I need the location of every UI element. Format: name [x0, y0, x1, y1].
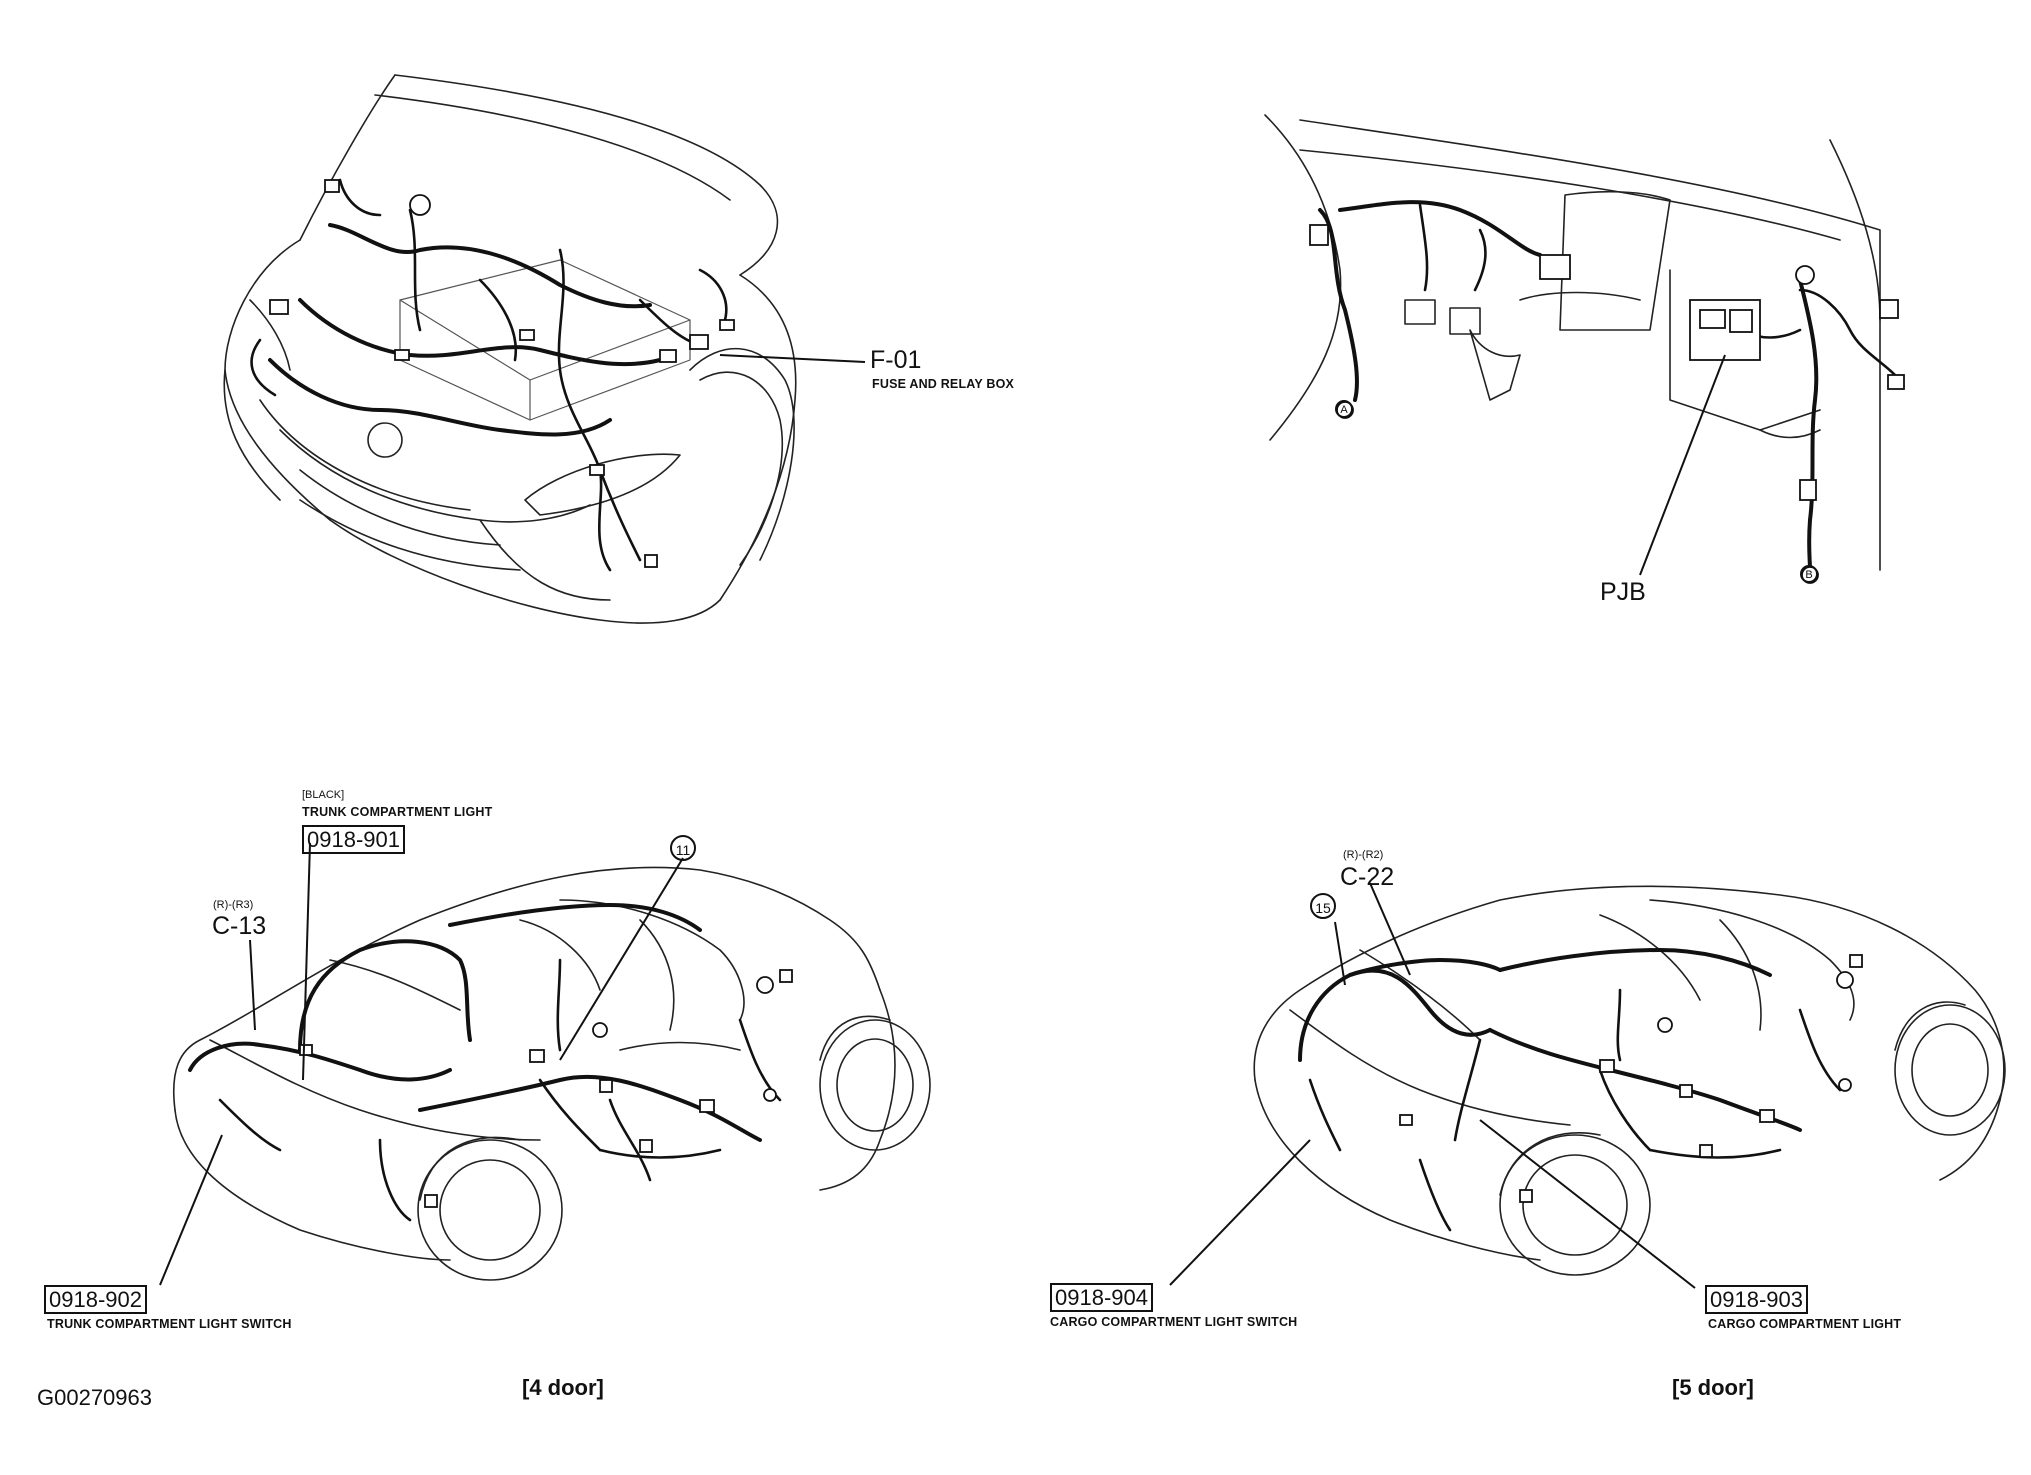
four-door-car-illustration: [159, 842, 931, 1286]
f01-code: F-01: [870, 346, 922, 374]
n903-code: 0918-903: [1705, 1285, 1808, 1314]
figure-id: G00270963: [37, 1385, 152, 1410]
c13-code: C-13: [212, 912, 267, 940]
n901-note: [BLACK]: [302, 789, 345, 801]
pjb-code: PJB: [1600, 578, 1646, 606]
caption-four-door: [4 door]: [522, 1375, 604, 1400]
dashboard-illustration: [1264, 114, 1905, 584]
n903-description: CARGO COMPARTMENT LIGHT: [1708, 1317, 1902, 1331]
caption-five-door: [5 door]: [1672, 1375, 1754, 1400]
c13-range: (R)-(R3): [213, 899, 254, 911]
n904-code: 0918-904: [1050, 1283, 1153, 1312]
marker-11: 11: [670, 835, 696, 861]
n904-description: CARGO COMPARTMENT LIGHT SWITCH: [1050, 1315, 1298, 1329]
n902-description: TRUNK COMPARTMENT LIGHT SWITCH: [47, 1317, 292, 1331]
n901-code: 0918-901: [302, 825, 405, 854]
marker-b: B: [1800, 565, 1818, 583]
c22-range: (R)-(R2): [1343, 849, 1384, 861]
c22-code: C-22: [1340, 863, 1395, 891]
engine-bay-illustration: [223, 74, 866, 624]
marker-15: 15: [1310, 893, 1336, 919]
n902-code: 0918-902: [44, 1285, 147, 1314]
five-door-car-illustration: [1169, 882, 2006, 1289]
marker-a: A: [1335, 400, 1353, 418]
f01-description: FUSE AND RELAY BOX: [872, 377, 1015, 391]
n901-description: TRUNK COMPARTMENT LIGHT: [302, 805, 493, 819]
